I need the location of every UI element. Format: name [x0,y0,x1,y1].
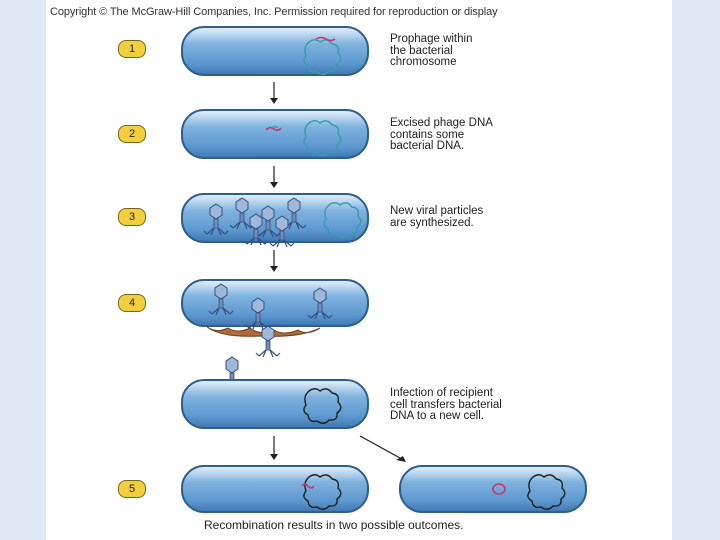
cell-step-3 [181,193,369,248]
recipient-cell [181,379,369,429]
cell-step-4 [181,279,369,358]
cell-step-1 [181,26,369,76]
arrow-to-outcome-right [359,435,406,462]
step-3-caption: New viral particles are synthesized. [390,205,484,229]
arrow-2-to-3 [270,166,278,188]
arrow-3-to-4 [270,250,278,272]
transduction-diagram [181,26,587,513]
slide: Copyright © The McGraw-Hill Companies, I… [46,0,672,540]
step-4-badge: 4 [118,294,146,312]
step-2-badge: 2 [118,125,146,143]
arrow-to-outcome-left [270,436,278,460]
step-3-badge: 3 [118,208,146,226]
step-2-caption: Excised phage DNA contains some bacteria… [390,117,493,152]
outcome-caption: Recombination results in two possible ou… [204,518,464,532]
cell-step-2 [181,109,369,159]
step-5-badge: 5 [118,480,146,498]
outcome-cell-integrated [181,465,369,513]
outcome-cell-plasmid [399,465,587,513]
step-1-caption: Prophage within the bacterial chromosome [390,33,473,68]
copyright-notice: Copyright © The McGraw-Hill Companies, I… [50,6,498,18]
arrow-1-to-2 [270,82,278,104]
infection-caption: Infection of recipient cell transfers ba… [390,387,502,422]
step-1-badge: 1 [118,40,146,58]
